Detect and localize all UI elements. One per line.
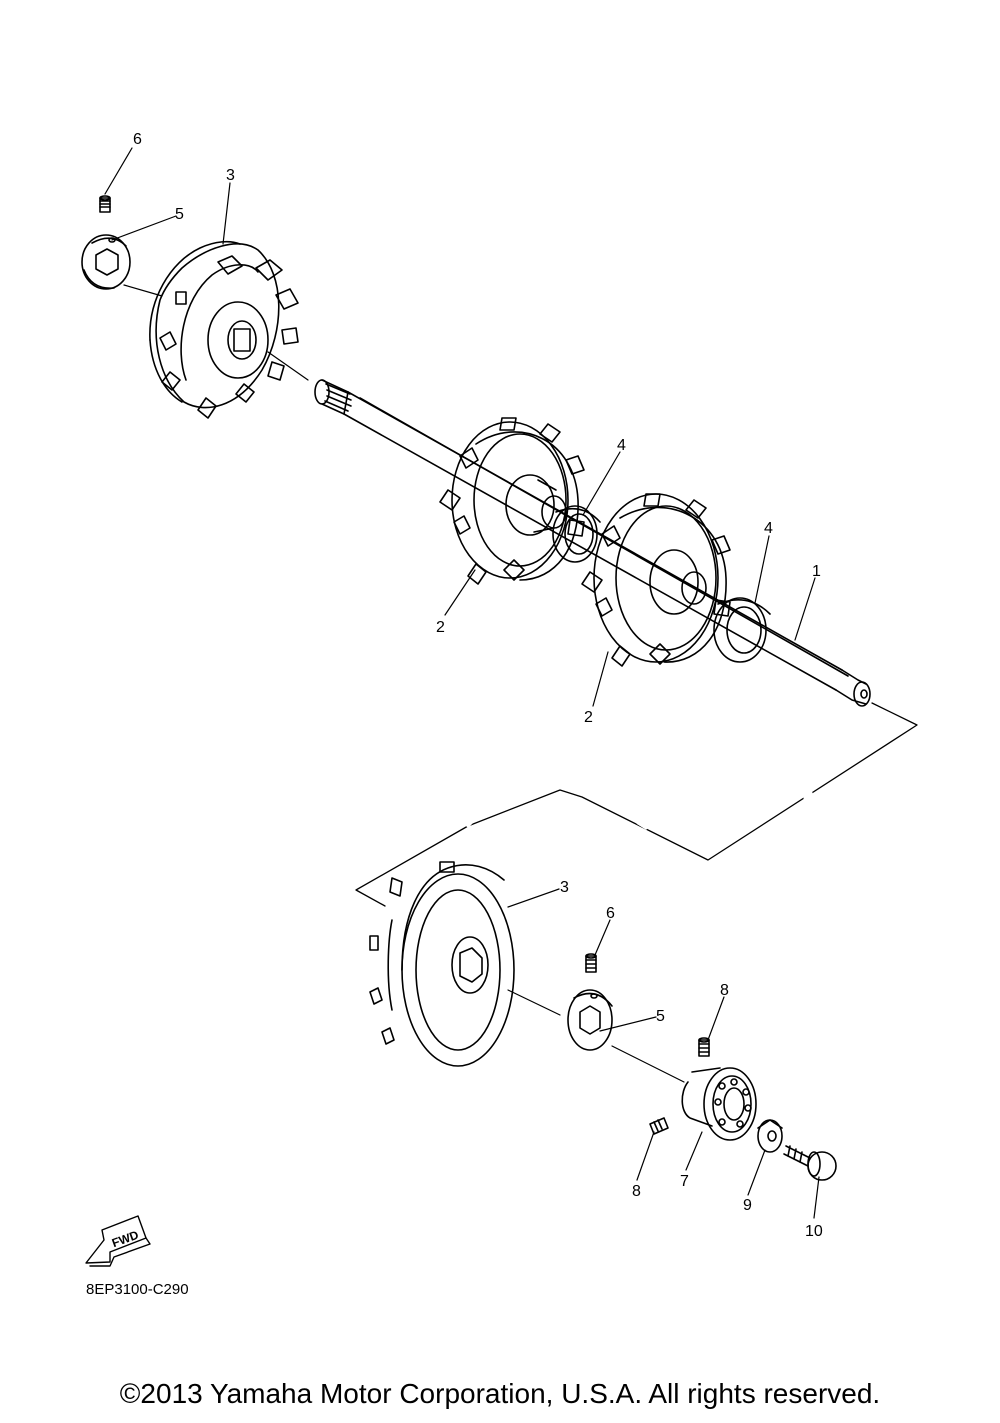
callout-4-first: 4 [617, 437, 626, 454]
callout-7: 7 [680, 1173, 689, 1190]
leader-lines [105, 148, 819, 1218]
part-9-nut [758, 1120, 782, 1152]
fwd-direction-arrow: FWD [86, 1216, 150, 1266]
part-8-set-screw-lower [650, 1118, 668, 1134]
callout-3-bottom: 3 [560, 879, 569, 896]
diagram-code: 8EP3100-C290 [86, 1281, 189, 1298]
part-6-set-screw-top [100, 196, 110, 212]
part-7-bearing-assembly [682, 1068, 756, 1140]
callout-6-top: 6 [133, 131, 142, 148]
part-5-collar-bottom [568, 990, 612, 1050]
callout-5-bottom: 5 [656, 1008, 665, 1025]
part-8-set-screw-upper [699, 1038, 709, 1056]
callout-6-bottom: 6 [606, 905, 615, 922]
callout-4-second: 4 [764, 520, 773, 537]
callout-2-first: 2 [436, 619, 445, 636]
callout-10: 10 [805, 1223, 823, 1240]
part-4-spacer-1 [553, 506, 600, 562]
callout-8-upper: 8 [720, 982, 729, 999]
part-3-end-wheel-bottom [370, 862, 514, 1066]
fwd-label: FWD [110, 1228, 141, 1251]
part-5-collar-top [82, 235, 130, 289]
part-1-drive-shaft [315, 380, 870, 706]
assembly-reference-frame [356, 703, 917, 906]
copyright-notice: ©2013 Yamaha Motor Corporation, U.S.A. A… [119, 1378, 881, 1409]
part-4-spacer-2 [714, 598, 770, 662]
part-2-sprocket-2 [582, 494, 730, 666]
callout-labels: 6 3 5 4 4 1 2 2 3 6 5 8 8 7 9 10 8EP3100… [86, 131, 823, 1298]
callout-1: 1 [812, 563, 821, 580]
part-3-end-wheel-top [150, 242, 298, 418]
callout-9: 9 [743, 1197, 752, 1214]
part-6-set-screw-bottom [586, 954, 596, 972]
callout-8-lower: 8 [632, 1183, 641, 1200]
part-10-bolt [784, 1146, 836, 1180]
callout-3-top: 3 [226, 167, 235, 184]
callout-5-top: 5 [175, 206, 184, 223]
part-2-sprocket-1 [440, 418, 584, 584]
callout-2-second: 2 [584, 709, 593, 726]
assembly-axis-lines [124, 285, 684, 1082]
